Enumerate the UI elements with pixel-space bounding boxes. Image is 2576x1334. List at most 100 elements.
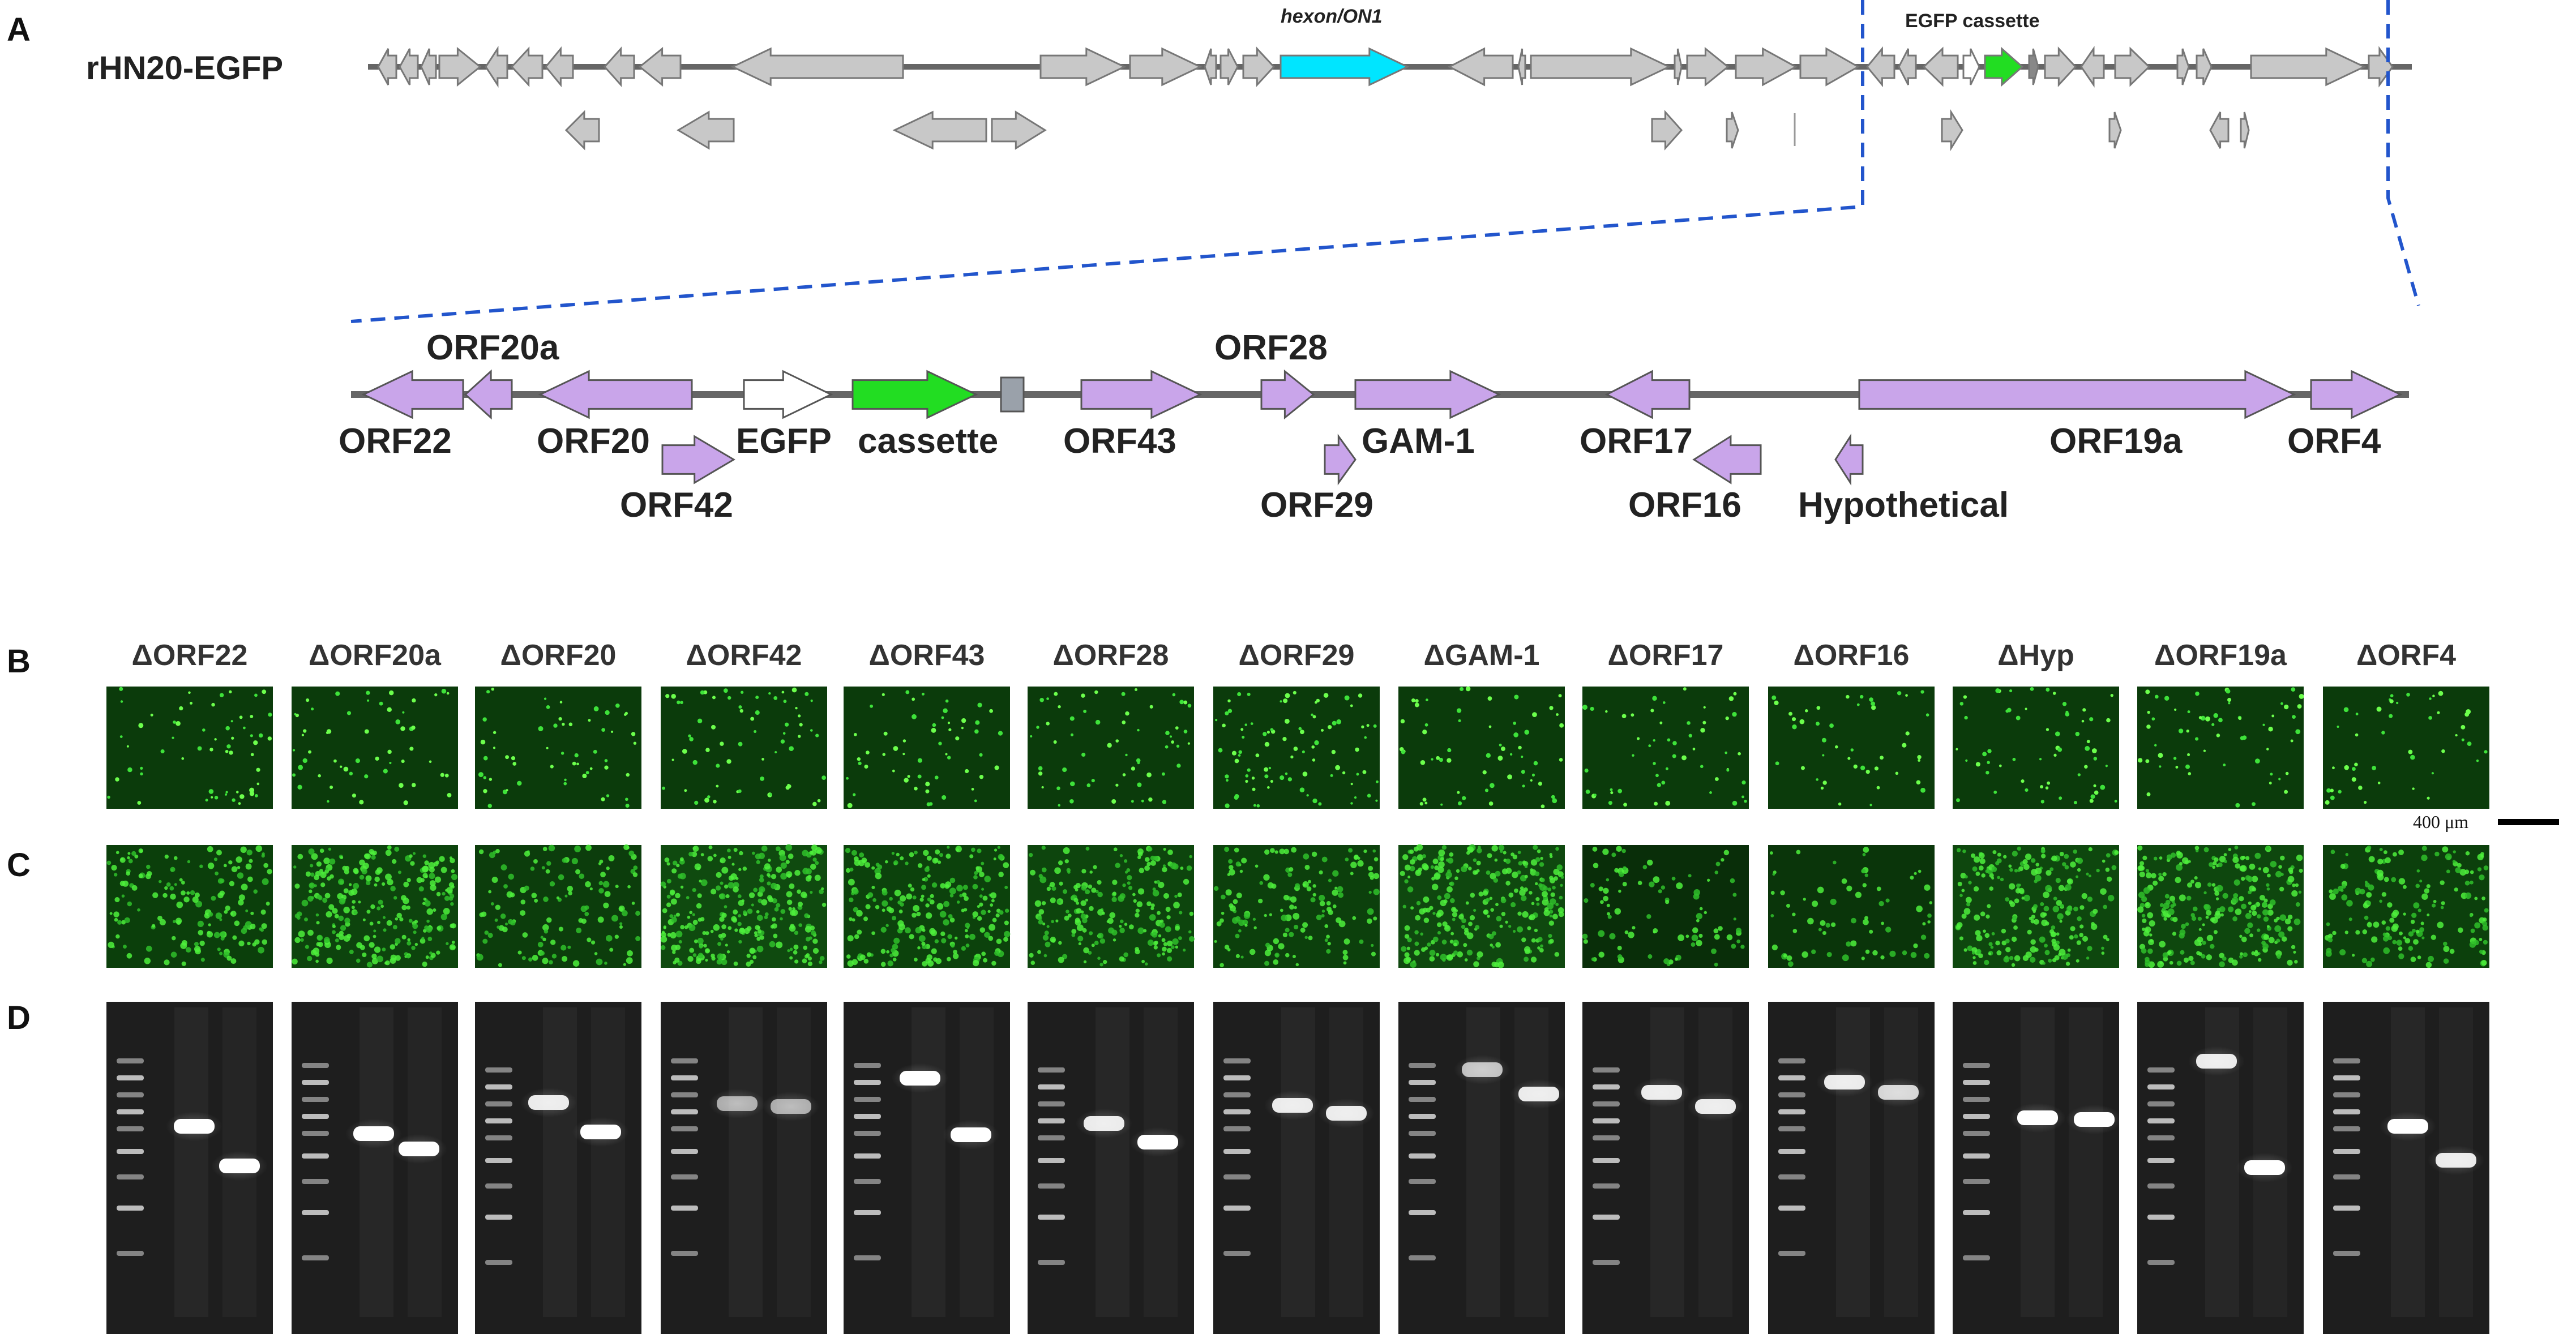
genome-gene-arrow bbox=[2044, 46, 2077, 87]
fluorescence-image-b bbox=[1768, 687, 1935, 809]
ladder-band bbox=[117, 1109, 144, 1114]
sample-band bbox=[353, 1126, 394, 1141]
egfp-cassette-label: EGFP cassette bbox=[1905, 10, 2040, 32]
detail-gene-arrow bbox=[1080, 370, 1203, 419]
scale-bar-line bbox=[2498, 819, 2559, 825]
sample-band bbox=[2436, 1153, 2476, 1168]
ladder-band bbox=[854, 1131, 881, 1136]
column-label: ΔGAM-1 bbox=[1424, 639, 1540, 672]
hexon-label: hexon/ON1 bbox=[1281, 6, 1382, 27]
ladder-band bbox=[485, 1118, 512, 1123]
genome-gene-arrow bbox=[485, 45, 508, 88]
detail-gene-label: EGFP bbox=[736, 422, 832, 461]
ladder-band bbox=[2333, 1092, 2360, 1097]
ladder-band bbox=[1593, 1215, 1620, 1220]
sample-band bbox=[2387, 1119, 2428, 1134]
ladder-band bbox=[1778, 1174, 1805, 1179]
fluorescence-image-b bbox=[1213, 687, 1380, 809]
ladder-band bbox=[1409, 1063, 1436, 1068]
ladder-band bbox=[485, 1215, 512, 1220]
ladder-band bbox=[1223, 1174, 1251, 1179]
ladder-band bbox=[1963, 1255, 1990, 1260]
fluorescence-image-c bbox=[660, 844, 827, 968]
zoom-line-right bbox=[2386, 0, 2420, 306]
ladder-band bbox=[1778, 1206, 1805, 1211]
genome-gene-arrow bbox=[2108, 111, 2122, 149]
genome-gene-arrow bbox=[399, 48, 419, 85]
gel-image bbox=[1768, 1002, 1935, 1334]
ladder-band bbox=[1963, 1080, 1990, 1085]
detail-gene-arrow bbox=[661, 435, 735, 484]
sample-band bbox=[2196, 1054, 2237, 1069]
zoom-line-left bbox=[350, 0, 1864, 323]
ladder-band bbox=[854, 1179, 881, 1184]
ladder-band bbox=[1963, 1153, 1990, 1159]
detail-gene-arrow bbox=[851, 370, 978, 419]
ladder-band bbox=[2147, 1158, 2175, 1163]
ladder-band bbox=[2333, 1075, 2360, 1080]
detail-gene-label: ORF20a bbox=[426, 328, 559, 367]
sample-band bbox=[1084, 1116, 1124, 1131]
column-label: ΔORF28 bbox=[1053, 639, 1169, 672]
ladder-band bbox=[1593, 1260, 1620, 1265]
genome-gene-arrow bbox=[564, 110, 600, 151]
ladder-band bbox=[2147, 1260, 2175, 1265]
sample-band bbox=[1518, 1087, 1559, 1101]
ladder-band bbox=[2147, 1135, 2175, 1140]
fluorescence-image-c bbox=[2323, 845, 2489, 968]
fluorescence-image-c bbox=[1582, 845, 1749, 968]
ladder-band bbox=[671, 1126, 698, 1131]
ladder-band bbox=[1038, 1135, 1065, 1140]
fluorescence-image-b bbox=[1028, 687, 1194, 809]
ladder-band bbox=[485, 1158, 512, 1163]
genome-gene-arrow bbox=[1962, 48, 1980, 85]
ladder-band bbox=[2147, 1101, 2175, 1106]
fluorescence-image-c bbox=[1953, 845, 2119, 968]
genome-gene-arrow bbox=[1039, 47, 1127, 87]
sample-band bbox=[771, 1099, 811, 1114]
ladder-band bbox=[117, 1126, 144, 1131]
ladder-band bbox=[2333, 1058, 2360, 1063]
genome-gene-arrow bbox=[1517, 48, 1526, 85]
detail-gene-label: cassette bbox=[858, 422, 998, 461]
fluorescence-image-b bbox=[2137, 687, 2304, 809]
sample-band bbox=[1641, 1085, 1682, 1100]
ladder-band bbox=[2333, 1206, 2360, 1211]
sample-band bbox=[1878, 1085, 1919, 1100]
sample-band bbox=[219, 1159, 260, 1173]
ladder-band bbox=[671, 1075, 698, 1080]
genome-gene-arrow bbox=[677, 110, 735, 150]
gel-image bbox=[292, 1002, 458, 1334]
genome-gene-arrow bbox=[2114, 46, 2151, 87]
sample-band bbox=[1272, 1098, 1313, 1113]
ladder-band bbox=[2333, 1126, 2360, 1131]
genome-gene-arrow bbox=[638, 46, 682, 87]
genome-map: hexon/ON1 EGFP cassette bbox=[368, 6, 2412, 152]
genome-gene-arrow bbox=[2176, 48, 2190, 85]
panel-letter-c: C bbox=[7, 847, 31, 883]
fluorescence-image-b bbox=[1398, 686, 1565, 809]
ladder-band bbox=[1963, 1131, 1990, 1136]
detail-gene-label: Hypothetical bbox=[1798, 486, 2009, 525]
column-label: ΔORF4 bbox=[2356, 639, 2456, 672]
ladder-band bbox=[2333, 1149, 2360, 1154]
ladder-band bbox=[1038, 1260, 1065, 1265]
ladder-band bbox=[117, 1149, 144, 1154]
gel-row-d bbox=[106, 1002, 2489, 1334]
ladder-band bbox=[302, 1179, 329, 1184]
fluorescence-image-b bbox=[106, 687, 273, 809]
gel-image bbox=[1582, 1002, 1749, 1334]
ladder-band bbox=[302, 1210, 329, 1215]
ladder-band bbox=[1409, 1080, 1436, 1085]
genome-gene-arrow bbox=[1866, 46, 1895, 88]
fluorescence-image-c bbox=[844, 845, 1011, 968]
ladder-band bbox=[1409, 1210, 1436, 1215]
genome-gene-arrow bbox=[1280, 47, 1410, 87]
ladder-band bbox=[854, 1255, 881, 1260]
ladder-band bbox=[1038, 1067, 1065, 1073]
genome-gene-arrow bbox=[730, 47, 904, 87]
ladder-band bbox=[1038, 1158, 1065, 1163]
